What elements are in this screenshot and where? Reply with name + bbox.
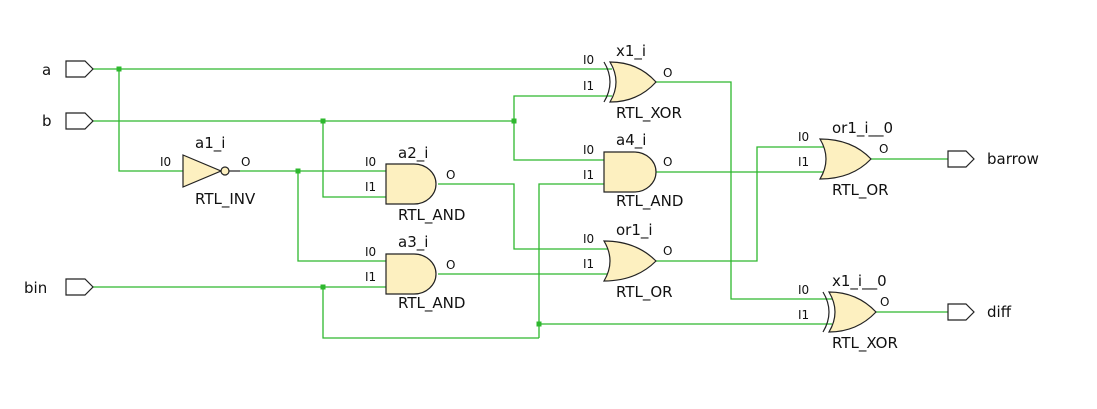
pin-label-o: O — [879, 142, 888, 156]
wires — [93, 68, 948, 339]
junction-bin — [320, 284, 326, 290]
input-port-b[interactable]: b — [42, 112, 94, 130]
output-port-diff[interactable]: diff — [947, 303, 1012, 321]
pin-label-i0: I0 — [583, 232, 594, 246]
pin-label-o: O — [663, 244, 672, 258]
port-arrow-icon — [65, 60, 94, 78]
pin-label-o: O — [446, 258, 455, 272]
wire-x1-out[interactable] — [656, 81, 832, 300]
xor-extra-arc — [603, 61, 611, 103]
pin-label-i1: I1 — [583, 79, 594, 93]
pin-label-i1: I1 — [798, 308, 809, 322]
gate-a2-i[interactable]: a2_i I0 I1 O RTL_AND — [365, 144, 465, 225]
pin-label-i1: I1 — [798, 155, 809, 169]
pin-label-i0: I0 — [160, 155, 171, 169]
pin-label-i0: I0 — [365, 245, 376, 259]
port-label-bin: bin — [24, 279, 47, 297]
input-port-bin[interactable]: bin — [24, 278, 94, 297]
gate-a4-i[interactable]: a4_i I0 I1 O RTL_AND — [583, 131, 683, 211]
port-label-barrow: barrow — [987, 150, 1039, 168]
pin-label-i0: I0 — [798, 283, 809, 297]
pin-label-i0: I0 — [583, 143, 594, 157]
gate-type: RTL_AND — [398, 294, 465, 313]
pin-label-o: O — [880, 295, 889, 309]
or-gate-icon — [818, 138, 872, 180]
pin-label-o: O — [446, 168, 455, 182]
pin-label-i1: I1 — [365, 180, 376, 194]
pin-label-i0: I0 — [365, 155, 376, 169]
and-gate-icon — [385, 163, 437, 205]
wire-b-to-a4[interactable] — [513, 121, 604, 161]
port-arrow-icon — [65, 278, 94, 296]
gate-type: RTL_OR — [616, 283, 673, 302]
pin-label-i1: I1 — [365, 270, 376, 284]
port-label-b: b — [42, 112, 52, 130]
gate-or1-i-0[interactable]: or1_i__0 I0 I1 O RTL_OR — [798, 119, 893, 200]
wire-a-to-inv[interactable] — [118, 69, 183, 172]
junction-a — [116, 66, 122, 72]
instance-name: x1_i — [616, 42, 646, 61]
xor-gate-icon — [608, 61, 657, 103]
gate-type: RTL_INV — [195, 190, 256, 209]
xor-extra-arc — [822, 291, 830, 333]
instance-name: a2_i — [398, 144, 428, 163]
wire-b-to-a2[interactable] — [322, 121, 386, 198]
wire-a2-out[interactable] — [438, 183, 612, 250]
port-label-diff: diff — [987, 303, 1012, 321]
instance-name: a3_i — [398, 233, 428, 252]
junction-bin-right — [536, 321, 542, 327]
gate-x1-i-0[interactable]: x1_i__0 I0 I1 O RTL_XOR — [798, 272, 898, 353]
gate-type: RTL_XOR — [616, 104, 682, 123]
gate-type: RTL_AND — [398, 206, 465, 225]
pin-label-i0: I0 — [583, 53, 594, 67]
port-arrow-icon — [65, 112, 94, 130]
and-gate-icon — [385, 253, 437, 295]
wire-b-to-xor[interactable] — [513, 95, 612, 121]
wire-bin-to-a4[interactable] — [538, 183, 604, 338]
wire-or1-out[interactable] — [656, 146, 826, 262]
junction-b-right — [511, 118, 517, 124]
inverter-bubble — [220, 166, 230, 176]
port-label-a: a — [42, 61, 51, 79]
pin-label-o: O — [663, 155, 672, 169]
gate-a1-i[interactable]: a1_i I0 O RTL_INV — [160, 134, 256, 209]
gate-type: RTL_OR — [832, 181, 889, 200]
pin-label-i1: I1 — [583, 168, 594, 182]
instance-name: or1_i — [616, 221, 653, 240]
and-gate-icon — [603, 151, 657, 193]
port-arrow-icon — [947, 150, 975, 168]
wire-bin-down[interactable] — [322, 287, 539, 339]
gate-type: RTL_AND — [616, 192, 683, 211]
gate-x1-i[interactable]: x1_i I0 I1 O RTL_XOR — [583, 42, 682, 123]
instance-name: a1_i — [195, 134, 225, 153]
junction-nota — [295, 168, 301, 174]
junction-b-left — [320, 118, 326, 124]
input-port-a[interactable]: a — [42, 60, 94, 79]
wire-nota-to-a3[interactable] — [297, 171, 386, 262]
pin-label-o: O — [241, 155, 250, 169]
instance-name: or1_i__0 — [832, 119, 893, 138]
pin-label-o: O — [663, 66, 672, 80]
pin-label-i1: I1 — [583, 257, 594, 271]
gate-or1-i[interactable]: or1_i I0 I1 O RTL_OR — [583, 221, 673, 302]
or-gate-icon — [602, 240, 657, 282]
output-port-barrow[interactable]: barrow — [947, 150, 1039, 168]
pin-label-i0: I0 — [798, 130, 809, 144]
gate-type: RTL_XOR — [832, 334, 898, 353]
port-arrow-icon — [947, 303, 975, 321]
xor-gate-icon — [827, 291, 877, 333]
instance-name: x1_i__0 — [832, 272, 887, 291]
gate-a3-i[interactable]: a3_i I0 I1 O RTL_AND — [365, 233, 465, 313]
instance-name: a4_i — [616, 131, 646, 150]
inverter-gate-icon — [182, 154, 223, 188]
junctions — [116, 66, 542, 327]
